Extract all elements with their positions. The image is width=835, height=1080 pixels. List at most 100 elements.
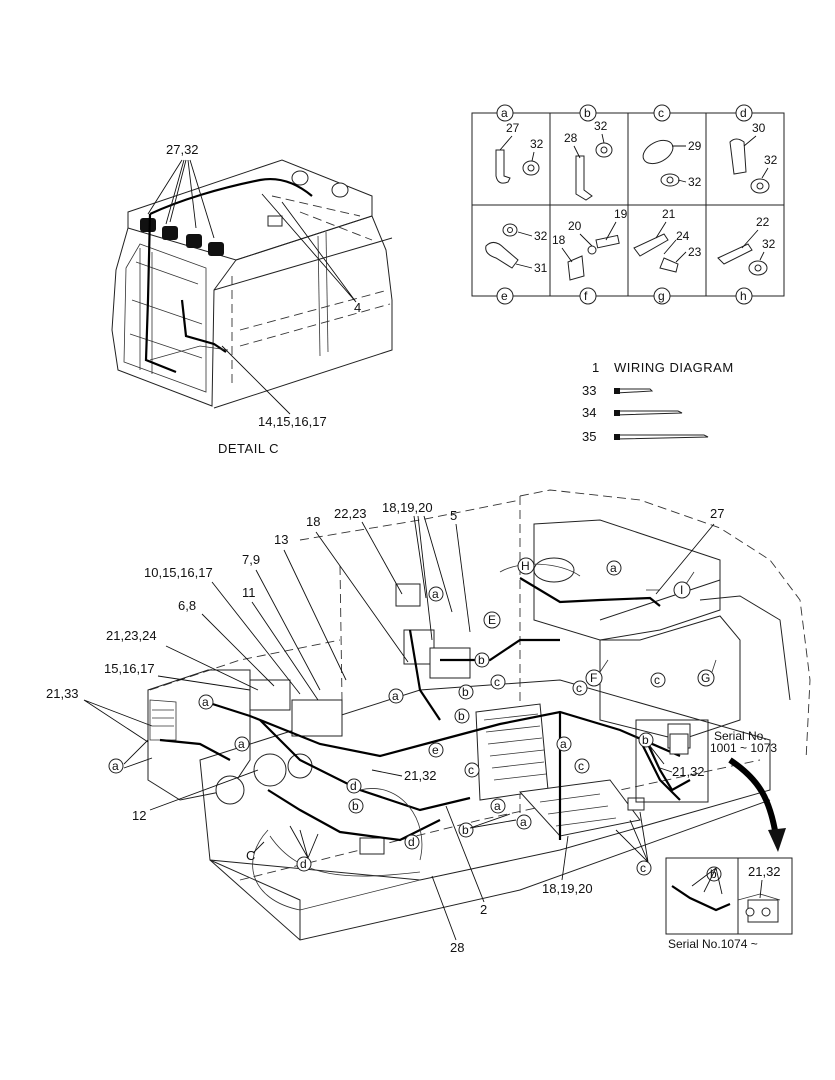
label-14-17: 14,15,16,17	[258, 414, 327, 429]
callout-b: b	[458, 822, 474, 838]
serial-labels: Serial No. 1001 ~ 1073 Serial No.1074 ~ …	[668, 729, 781, 951]
label-10-17: 10,15,16,17	[144, 565, 213, 580]
callout-E: E	[483, 611, 501, 629]
detail-c-caption: DETAIL C	[218, 441, 279, 456]
serial-late: Serial No.1074 ~	[668, 937, 758, 951]
callout-I: I	[673, 581, 691, 599]
clip-letter: a	[501, 106, 508, 120]
svg-text:b: b	[352, 799, 359, 813]
callout-a: a	[234, 736, 250, 752]
clip-part: 32	[530, 137, 544, 151]
svg-text:c: c	[494, 675, 500, 689]
legend: 1 WIRING DIAGRAM 33 34 35	[582, 360, 734, 444]
callout-H: H	[517, 557, 535, 575]
svg-text:a: a	[494, 799, 501, 813]
svg-text:d: d	[300, 857, 307, 871]
label-21-33: 21,33	[46, 686, 79, 701]
clip-part: 24	[676, 229, 690, 243]
callout-a: a	[198, 694, 214, 710]
svg-text:a: a	[432, 587, 439, 601]
clip-cell-b: b 28 32	[564, 104, 613, 201]
label-27-32: 27,32	[166, 142, 199, 157]
svg-text:b: b	[478, 653, 485, 667]
svg-text:d: d	[408, 835, 415, 849]
callout-b: b	[474, 652, 490, 668]
svg-text:F: F	[590, 671, 597, 685]
legend-tie-34: 34	[582, 405, 596, 420]
inset-label-21-32: 21,32	[748, 864, 781, 879]
legend-tie-35: 35	[582, 429, 596, 444]
label-15-17: 15,16,17	[104, 661, 155, 676]
clip-part: 22	[756, 215, 770, 229]
svg-text:a: a	[238, 737, 245, 751]
svg-text:a: a	[560, 737, 567, 751]
callout-F: F	[585, 669, 603, 687]
clip-part: 30	[752, 121, 766, 135]
svg-text:a: a	[112, 759, 119, 773]
callout-c: c	[636, 860, 652, 876]
callout-d: d	[296, 856, 312, 872]
svg-text:c: c	[640, 861, 646, 875]
clip-cell-f: 19 20 18 f	[552, 207, 628, 305]
clip-part: 27	[506, 121, 520, 135]
callout-b: b	[458, 684, 474, 700]
clip-letter: e	[501, 289, 508, 303]
clip-part: 29	[688, 139, 702, 153]
callout-G: G	[697, 669, 715, 687]
callout-b: b	[348, 798, 364, 814]
clip-part: 28	[564, 131, 578, 145]
detail-c-cab-drawing	[111, 159, 393, 409]
callout-d: d	[346, 778, 362, 794]
svg-text:H: H	[521, 559, 530, 573]
callout-a: a	[428, 586, 444, 602]
svg-text:c: c	[468, 763, 474, 777]
label-21-24: 21,23,24	[106, 628, 157, 643]
svg-text:e: e	[432, 743, 439, 757]
legend-wiring-label: WIRING DIAGRAM	[614, 360, 734, 375]
clip-cell-a: a 27 32	[495, 104, 544, 184]
label-27: 27	[710, 506, 724, 521]
callout-c: c	[464, 762, 480, 778]
main-labels: 22,23 18,19,20 5 18 27 13 7,9 10,15,16,1…	[46, 500, 724, 955]
label-13: 13	[274, 532, 288, 547]
label-18: 18	[306, 514, 320, 529]
clip-letter: f	[584, 289, 588, 303]
serial-inset-early	[635, 719, 709, 803]
svg-text:E: E	[488, 613, 496, 627]
clip-part: 19	[614, 207, 628, 221]
clip-part: 32	[688, 175, 702, 189]
serial-early-line1: Serial No.	[714, 729, 767, 743]
label-21-32-mid: 21,32	[404, 768, 437, 783]
callout-c: c	[572, 680, 588, 696]
label-2: 2	[480, 902, 487, 917]
callout-c: c	[574, 758, 590, 774]
callout-b: b	[638, 732, 654, 748]
serial-inset-late	[665, 857, 793, 935]
callout-a: a	[556, 736, 572, 752]
label-18-20-top: 18,19,20	[382, 500, 433, 515]
clip-cell-d: d 30 32	[729, 104, 778, 194]
svg-text:b: b	[642, 733, 649, 747]
label-11: 11	[242, 585, 256, 600]
label-12: 12	[132, 808, 146, 823]
label-7-9: 7,9	[242, 552, 260, 567]
svg-text:a: a	[202, 695, 209, 709]
label-5: 5	[450, 508, 457, 523]
clip-part: 32	[594, 119, 608, 133]
clip-part: 21	[662, 207, 676, 221]
clip-letter: g	[658, 289, 665, 303]
callout-c: c	[490, 674, 506, 690]
svg-text:b: b	[462, 823, 469, 837]
clip-letter: c	[658, 106, 664, 120]
label-c: C	[246, 848, 255, 863]
callout-d: d	[404, 834, 420, 850]
clip-part: 32	[762, 237, 776, 251]
svg-text:c: c	[578, 759, 584, 773]
clip-cell-e: 32 31 e	[485, 223, 548, 305]
callout-e: e	[428, 742, 444, 758]
label-4: 4	[354, 300, 361, 315]
clip-table: a 27 32 b 28 32 c 29 32	[471, 104, 785, 305]
clip-cell-h: 22 32 h	[717, 215, 776, 305]
label-22-23: 22,23	[334, 506, 367, 521]
